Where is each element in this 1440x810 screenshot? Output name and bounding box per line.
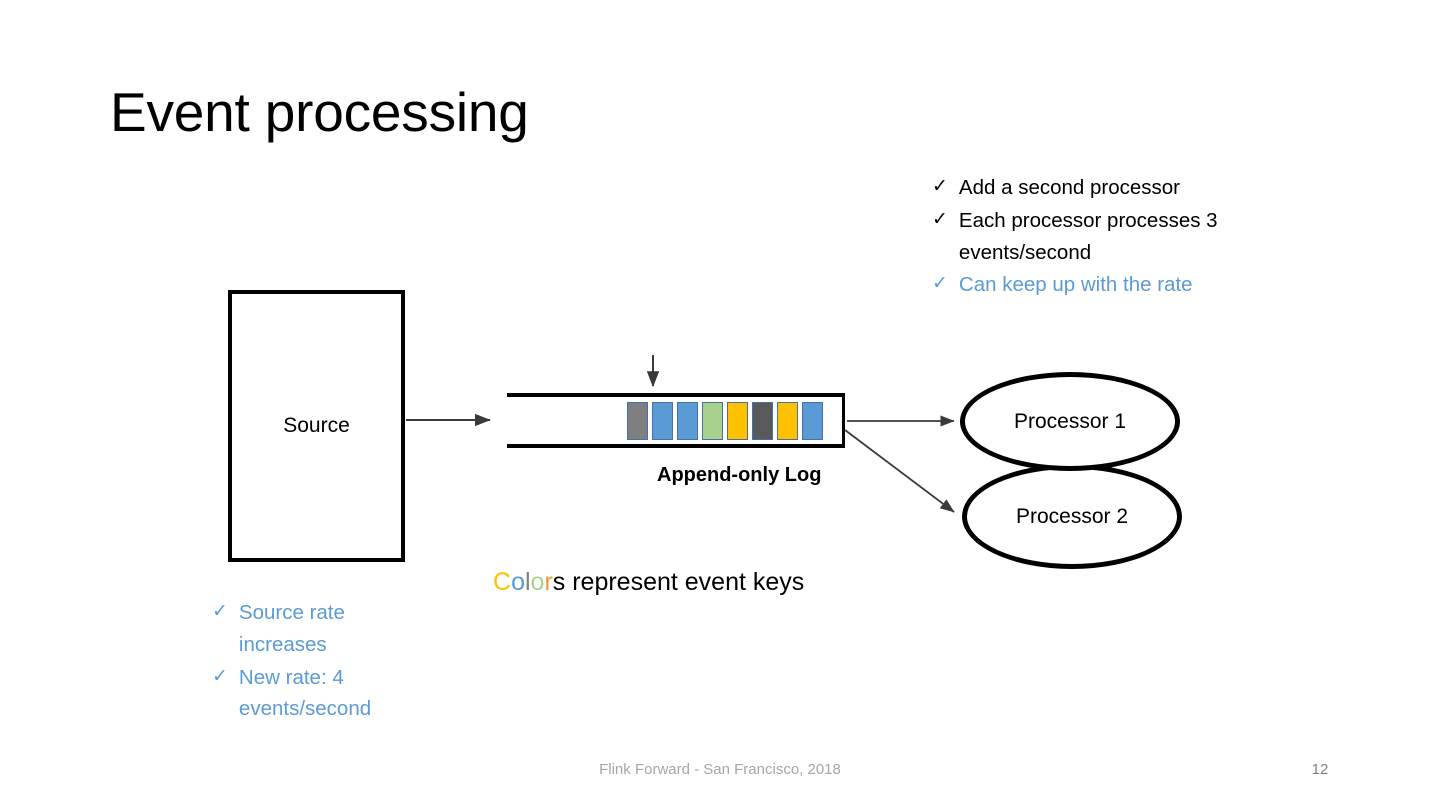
processor-2-node: Processor 2 [962, 464, 1182, 569]
processor-1-label: Processor 1 [1013, 409, 1127, 433]
bullet-text: Source rate increases [238, 601, 345, 656]
caption-segment: o [530, 568, 545, 596]
caption-segment: s represent event keys [552, 568, 805, 596]
bullet-item: ✓ Source rate increases [212, 597, 442, 661]
source-node: Source [228, 290, 405, 562]
event-block-gray [627, 402, 648, 440]
log-caption: Append-only Log [657, 464, 822, 486]
caption-segment: o [511, 568, 525, 596]
processor-2-label: Processor 2 [1015, 504, 1129, 528]
log-bottom-border [507, 444, 845, 448]
page-number: 12 [1311, 761, 1329, 778]
checkmark-icon: ✓ [212, 664, 228, 687]
checkmark-icon: ✓ [212, 600, 228, 622]
checkmark-icon: ✓ [932, 175, 948, 197]
checkmark-icon: ✓ [932, 207, 948, 230]
log-event-blocks [627, 402, 823, 440]
event-block-amber [777, 402, 798, 440]
event-block-blue [677, 402, 698, 440]
caption-segment: l [524, 568, 531, 596]
colors-legend-caption: Colors represent event keys [493, 568, 804, 597]
log-right-border [842, 393, 845, 448]
bullet-item: ✓ Each processor processes 3 events/seco… [932, 205, 1282, 269]
bullet-item: ✓ Can keep up with the rate [932, 269, 1282, 301]
bullet-list-right: ✓ Add a second processor ✓ Each processo… [932, 172, 1282, 302]
bullet-list-left: ✓ Source rate increases ✓ New rate: 4 ev… [212, 597, 442, 726]
footer-text: Flink Forward - San Francisco, 2018 [599, 761, 841, 778]
bullet-item: ✓ Add a second processor [932, 172, 1282, 204]
bullet-text: Add a second processor [958, 176, 1180, 199]
arrow-log-to-processor-2 [844, 429, 955, 513]
event-block-blue [652, 402, 673, 440]
caption-segment: r [544, 568, 553, 596]
event-block-green [702, 402, 723, 440]
event-block-blue [802, 402, 823, 440]
caption-segment: C [493, 568, 512, 596]
source-label: Source [283, 414, 350, 437]
bullet-item: ✓ New rate: 4 events/second [212, 662, 442, 726]
event-block-amber [727, 402, 748, 440]
bullet-text: Each processor processes 3 events/second [958, 208, 1218, 264]
processor-1-node: Processor 1 [960, 372, 1180, 471]
event-block-dark-gray [752, 402, 773, 440]
checkmark-icon: ✓ [932, 272, 948, 295]
bullet-text: New rate: 4 events/second [238, 665, 372, 721]
page-title: Event processing [110, 81, 529, 143]
bullet-text: Can keep up with the rate [958, 273, 1193, 297]
log-top-border [507, 393, 845, 397]
append-only-log [507, 393, 845, 448]
